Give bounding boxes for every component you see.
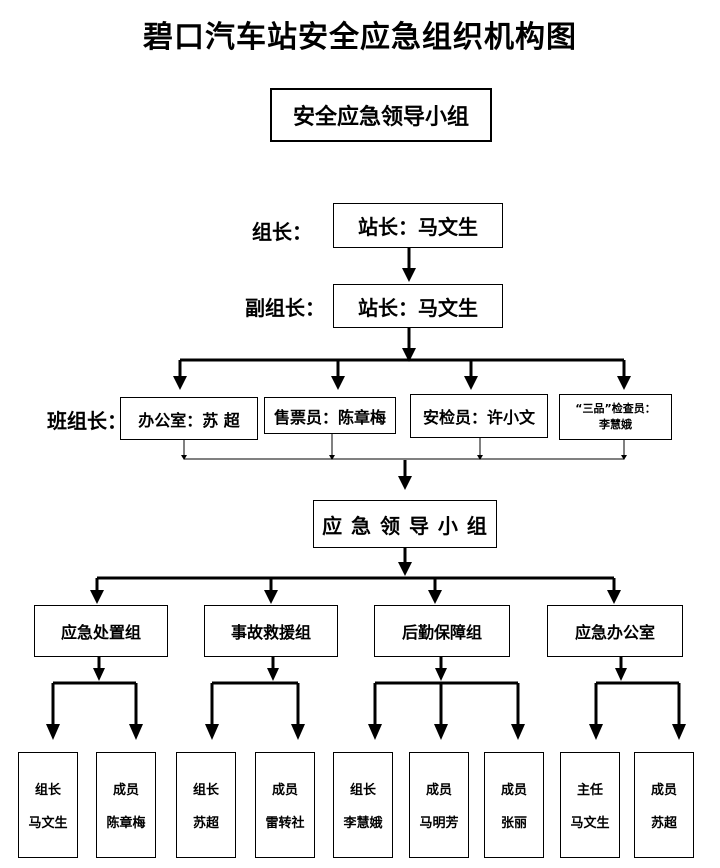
- member-card: 主任 马文生: [560, 752, 620, 858]
- emergency-leadership-box: 应 急 领 导 小 组: [313, 500, 497, 548]
- group-emergency-office: 应急办公室: [547, 605, 683, 657]
- member-card: 成员 张丽: [484, 752, 544, 858]
- member-name: 马明芳: [419, 816, 459, 831]
- member-name: 马文生: [28, 816, 68, 831]
- page-title: 碧口汽车站安全应急组织机构图: [143, 20, 577, 55]
- member-name: 马文生: [570, 816, 610, 831]
- member-role: 主任: [576, 783, 603, 798]
- member-role: 组长: [349, 783, 376, 798]
- leader-box: 站长：马文生: [333, 203, 503, 248]
- member-card: 组长 马文生: [18, 752, 78, 858]
- leader-group-box: 安全应急领导小组: [270, 88, 492, 142]
- member-role: 组长: [34, 783, 61, 798]
- member-name: 张丽: [500, 816, 527, 831]
- team-leader-dangerous-goods: “三品”检查员： 李慧娥: [559, 394, 672, 440]
- member-role: 组长: [192, 783, 219, 798]
- leader-label: 组长：: [252, 220, 312, 244]
- member-name: 苏超: [650, 816, 677, 831]
- team-leader-security-check: 安检员：许小文: [410, 394, 548, 438]
- member-card: 组长 苏超: [176, 752, 236, 858]
- member-card: 成员 苏超: [634, 752, 694, 858]
- team-leader-ticketing: 售票员：陈章梅: [264, 397, 396, 434]
- member-role: 成员: [271, 783, 298, 798]
- member-name: 李慧娥: [343, 816, 383, 831]
- team-leader-dangerous-goods-title: “三品”检查员：: [575, 402, 656, 415]
- member-name: 雷转社: [265, 816, 305, 831]
- member-card: 组长 李慧娥: [333, 752, 393, 858]
- deputy-label: 副组长：: [245, 296, 325, 320]
- member-card: 成员 马明芳: [409, 752, 469, 858]
- group-logistics-support: 后勤保障组: [374, 605, 510, 657]
- member-card: 成员 雷转社: [255, 752, 315, 858]
- member-role: 成员: [112, 783, 139, 798]
- deputy-box: 站长：马文生: [333, 284, 503, 328]
- team-leaders-label: 班组长：: [47, 409, 127, 433]
- group-emergency-response: 应急处置组: [34, 605, 168, 657]
- group-accident-rescue: 事故救援组: [204, 605, 338, 657]
- member-role: 成员: [650, 783, 677, 798]
- team-leader-dangerous-goods-name: 李慧娥: [599, 418, 632, 431]
- team-leader-office: 办公室：苏 超: [120, 397, 258, 440]
- member-card: 成员 陈章梅: [96, 752, 156, 858]
- member-role: 成员: [500, 783, 527, 798]
- member-name: 陈章梅: [106, 816, 146, 831]
- member-name: 苏超: [192, 816, 219, 831]
- member-role: 成员: [425, 783, 452, 798]
